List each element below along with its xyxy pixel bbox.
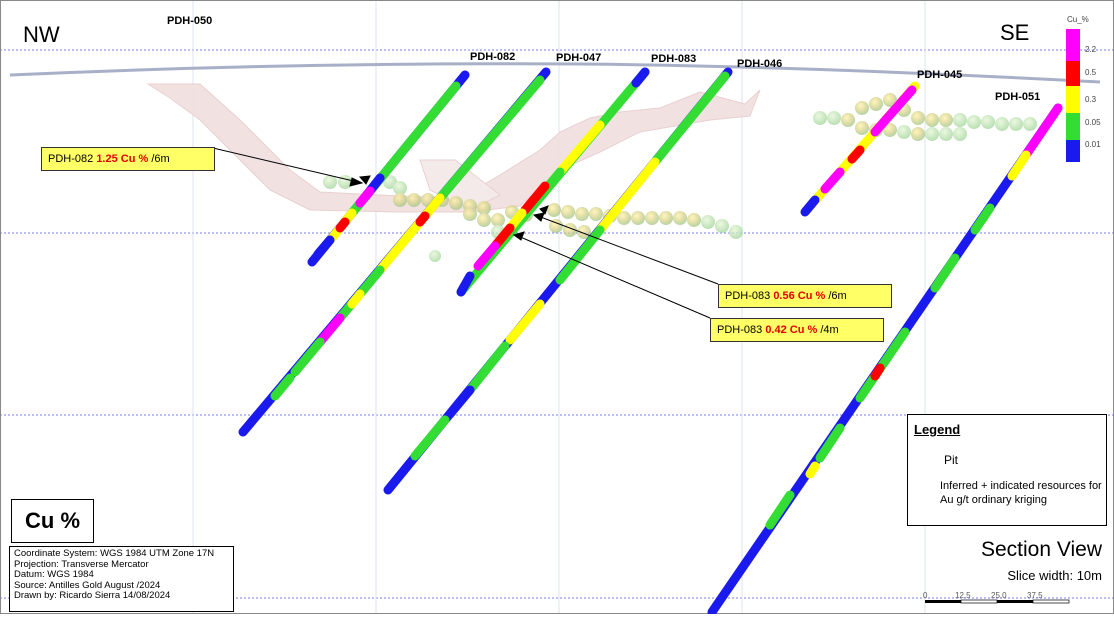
- main-label: Cu %: [11, 499, 94, 543]
- drillhole-pdh-083: [456, 67, 650, 297]
- drillholes: [238, 67, 1063, 617]
- scale-label-37-5: 37.5: [1027, 591, 1043, 600]
- hole-label-pdh-045: PDH-045: [917, 69, 963, 81]
- hole-label-pdh-082: PDH-082: [470, 51, 516, 63]
- view-title: Section View: [980, 538, 1102, 561]
- colorbar: [1066, 29, 1080, 162]
- drillhole-pdh-045: [800, 81, 920, 217]
- callout-length: /6m: [828, 290, 847, 302]
- hole-label-pdh-047: PDH-047: [556, 52, 602, 64]
- drillhole-pdh-051: [707, 103, 1063, 617]
- callout-length: /6m: [151, 153, 170, 165]
- callout-leaders: [212, 147, 719, 319]
- callout-hole: PDH-083: [717, 324, 763, 336]
- callout-length: /4m: [820, 324, 839, 336]
- callout-pdh-083-a: PDH-083 0.56 Cu % /6m: [718, 284, 892, 308]
- slice-width: Slice width: 10m: [1007, 568, 1102, 583]
- drillhole-pdh-082: [307, 70, 470, 267]
- hole-label-pdh-083: PDH-083: [651, 53, 697, 65]
- colorbar-title: Cu_%: [1067, 15, 1089, 24]
- colorbar-label-0-5: 0.5: [1085, 68, 1097, 77]
- scale-bar: [925, 599, 1070, 604]
- scale-label-25: 25.0: [991, 591, 1007, 600]
- info-datum: Datum: WGS 1984: [14, 569, 94, 581]
- scale-label-0: 0: [923, 591, 928, 600]
- legend-pit-label: Pit: [944, 453, 959, 467]
- callout-pdh-082: PDH-082 1.25 Cu % /6m: [41, 147, 215, 171]
- info-drawn-by: Drawn by: Ricardo Sierra 14/08/2024: [14, 590, 171, 602]
- direction-nw: NW: [23, 22, 60, 47]
- callout-value: 0.42 Cu %: [765, 324, 818, 336]
- colorbar-label-0-01: 0.01: [1085, 140, 1101, 149]
- callout-pdh-083-b: PDH-083 0.42 Cu % /4m: [710, 318, 884, 342]
- direction-se: SE: [1000, 20, 1030, 45]
- legend-resource-label: Inferred + indicated resources for Au g/…: [940, 480, 1102, 506]
- callout-value: 1.25 Cu %: [96, 153, 149, 165]
- info-source: Source: Antilles Gold August /2024: [14, 579, 161, 591]
- drillhole-pdh-047: [238, 67, 551, 437]
- legend-box: Legend Pit Inferred + indicated resource…: [907, 414, 1107, 526]
- info-coordinate-system: Coordinate System: WGS 1984 UTM Zone 17N: [14, 548, 215, 559]
- hole-label-pdh-050: PDH-050: [167, 15, 213, 27]
- legend-title: Legend: [914, 422, 961, 437]
- callout-hole: PDH-082: [48, 153, 94, 165]
- callout-hole: PDH-083: [725, 290, 771, 302]
- colorbar-label-0-05: 0.05: [1085, 118, 1101, 127]
- topography-line: [9, 62, 1101, 84]
- map-info-box: Coordinate System: WGS 1984 UTM Zone 17N…: [9, 546, 234, 612]
- hole-label-pdh-046: PDH-046: [737, 58, 783, 70]
- callout-value: 0.56 Cu %: [773, 290, 826, 302]
- info-projection: Projection: Transverse Mercator: [14, 558, 149, 570]
- hole-label-pdh-051: PDH-051: [995, 91, 1041, 103]
- drillhole-pdh-046: [383, 67, 733, 495]
- colorbar-label-0-3: 0.3: [1085, 95, 1097, 104]
- colorbar-label-2-2: 2.2: [1085, 45, 1097, 54]
- scale-label-12-5: 12.5: [955, 591, 971, 600]
